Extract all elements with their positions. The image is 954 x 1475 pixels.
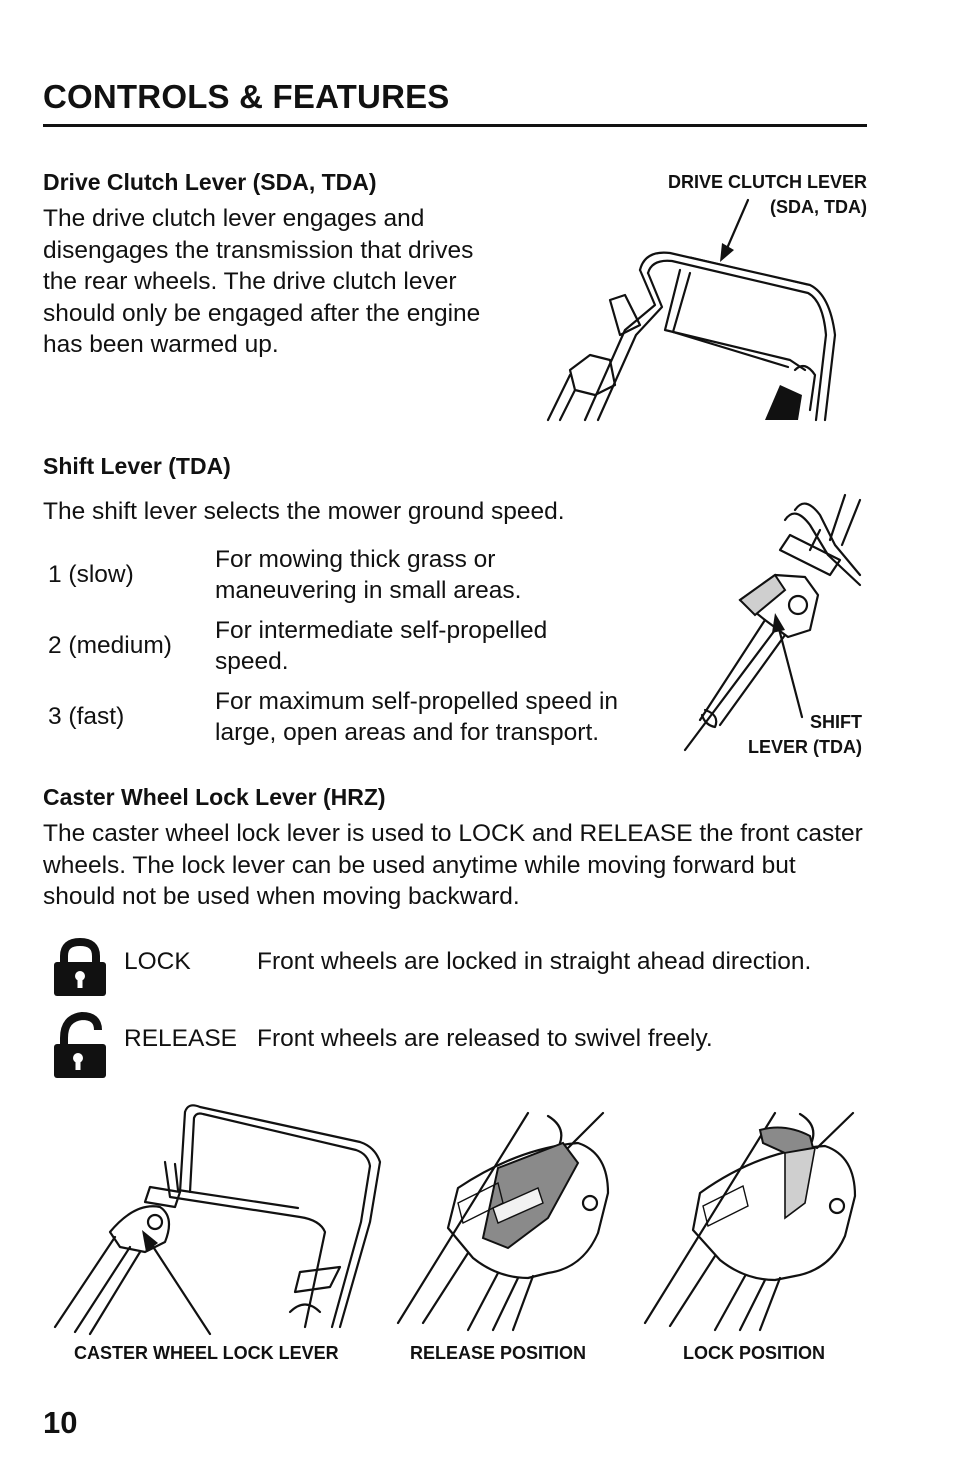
release-position-illustration <box>396 1111 610 1332</box>
caster-text: The caster wheel lock lever is used to L… <box>43 820 863 910</box>
lock-label: LOCK <box>124 948 191 975</box>
speed-row-label: 3 (fast) <box>48 703 125 730</box>
lock-open-icon <box>54 1011 106 1078</box>
caster-heading: Caster Wheel Lock Lever (HRZ) <box>43 784 386 810</box>
speed-row-desc: For mowing thick grass or maneuvering in… <box>215 546 522 604</box>
speed-row-desc: For maximum self-propelled speed in larg… <box>215 688 619 746</box>
release-description: Front wheels are released to swivel free… <box>257 1025 713 1052</box>
speed-row-desc: For intermediate self-propelled speed. <box>215 617 548 675</box>
page-number: 10 <box>43 1405 78 1440</box>
caster-lever-illustration <box>53 1104 382 1336</box>
page-title: CONTROLS & FEATURES <box>43 78 450 115</box>
shift-lever-callout: SHIFT LEVER (TDA) <box>748 712 862 757</box>
shift-lever-heading: Shift Lever (TDA) <box>43 453 231 479</box>
drive-clutch-heading: Drive Clutch Lever (SDA, TDA) <box>43 169 377 195</box>
lock-description: Front wheels are locked in straight ahea… <box>257 948 812 975</box>
release-position-caption: RELEASE POSITION <box>410 1343 587 1363</box>
shift-lever-intro: The shift lever selects the mower ground… <box>43 498 565 525</box>
drive-clutch-illustration <box>546 198 837 422</box>
drive-clutch-callout: DRIVE CLUTCH LEVER (SDA, TDA) <box>667 172 867 217</box>
drive-clutch-text: The drive clutch lever engages and disen… <box>43 205 481 358</box>
title-divider <box>43 124 867 127</box>
lock-position-illustration <box>643 1111 857 1332</box>
speed-row-label: 1 (slow) <box>48 561 134 588</box>
shift-lever-illustration <box>683 493 862 752</box>
speed-row-label: 2 (medium) <box>48 632 172 659</box>
caster-lever-caption: CASTER WHEEL LOCK LEVER <box>74 1343 339 1363</box>
lock-position-caption: LOCK POSITION <box>683 1343 826 1363</box>
lock-closed-icon <box>54 937 106 996</box>
release-label: RELEASE <box>124 1025 238 1052</box>
